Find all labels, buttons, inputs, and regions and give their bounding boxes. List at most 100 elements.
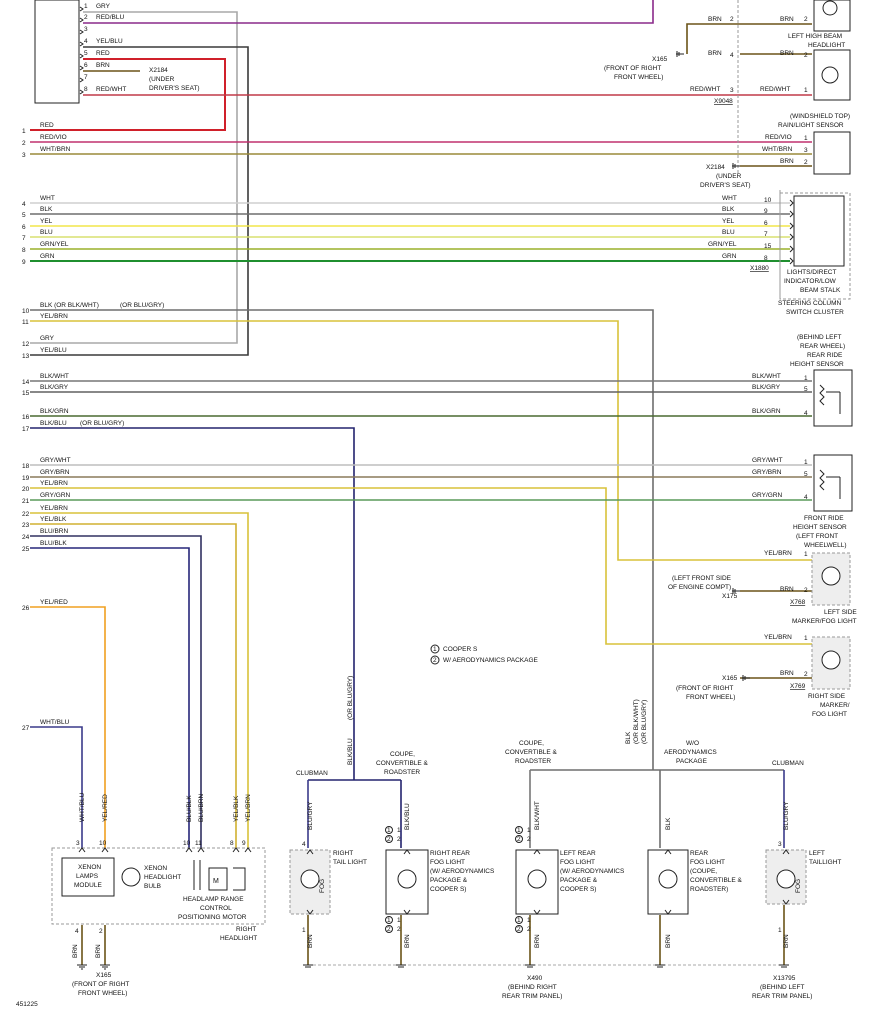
- note-marker: [515, 925, 523, 933]
- hl-top-pin-wire: YEL/BLK: [233, 795, 240, 822]
- hl-ground-desc-1: (FRONT OF RIGHT: [72, 981, 129, 988]
- hl-top-pin-num: 10: [99, 840, 107, 847]
- rear-bottom-wire: BRN: [404, 934, 411, 948]
- front-sensor-label-4: WHEELWELL): [804, 542, 847, 549]
- left-pin-wire: BLK (OR BLK/WHT): [40, 302, 99, 309]
- lm-wire-2: BRN: [780, 586, 794, 593]
- ground-symbol-icon: [676, 51, 684, 57]
- left-pin-wire: BLK/WHT: [40, 373, 69, 380]
- left-pin-wire: YEL/BRN: [40, 480, 68, 487]
- rear-bulb-icon: [658, 869, 678, 889]
- rear-light-label: TAILLIGHT: [809, 859, 841, 866]
- xenon-module-box: [61, 857, 115, 897]
- note-2-num: 2: [433, 657, 437, 664]
- rear-right-opt-b-2: AERODYNAMICS: [664, 749, 717, 756]
- lhb-pin-1: 2: [804, 16, 808, 23]
- top-pin-wire: RED/WHT: [96, 86, 126, 93]
- x768-label: X768: [790, 599, 806, 606]
- pin-arrow-icon: [79, 53, 84, 59]
- wire-yel-red: [30, 606, 106, 848]
- rear-light-label: (W/ AERODYNAMICS: [560, 868, 625, 875]
- rear-bottom-wire: BRN: [307, 934, 314, 948]
- pin-arrow-icon: [789, 199, 794, 207]
- rear-bottom-note-num: 1: [517, 917, 521, 924]
- note-2-marker: [430, 655, 440, 665]
- pin-arrow-icon: [789, 222, 794, 230]
- pin-arrow-icon: [789, 257, 794, 265]
- rear-right-opt-a-2: CONVERTIBLE &: [505, 749, 558, 756]
- rear-sensor-box: [813, 369, 853, 427]
- rear-top-wire: BLK: [665, 817, 672, 830]
- left-pin-wire: BLU/BRN: [40, 528, 68, 535]
- left-pin-num: 16: [22, 414, 30, 421]
- pin-arrow-icon: [244, 847, 252, 853]
- lm-pin-2: 2: [804, 587, 808, 594]
- rear-bottom-wire: BRN: [665, 934, 672, 948]
- rear-light-label: TAIL LIGHT: [333, 859, 367, 866]
- rear-left-branch-extra: (OR BLU/GRY): [347, 676, 354, 720]
- wire-yel-blu-loop: [30, 46, 249, 356]
- rear-top-pin: 2: [527, 836, 531, 843]
- left-pin-wire: YEL/BRN: [40, 505, 68, 512]
- lb-pin-2: 2: [804, 52, 808, 59]
- left-pin-num: 13: [22, 353, 30, 360]
- sensor-pin-num: 5: [804, 471, 808, 478]
- rear-light-label: FOG LIGHT: [690, 859, 725, 866]
- rain-sensor-label-1: (WINDSHIELD TOP): [790, 113, 850, 120]
- rear-right-opt-b-1: W/O: [686, 740, 699, 747]
- top-pin-num: 3: [84, 26, 88, 33]
- rear-light-label: PACKAGE &: [430, 877, 468, 884]
- rear-light-label: LEFT: [809, 850, 825, 857]
- bulb-label-1: XENON: [144, 865, 167, 872]
- x2184-desc-1: (UNDER: [149, 76, 175, 83]
- left-pin-num: 8: [22, 247, 26, 254]
- rear-light-label: REAR: [690, 850, 708, 857]
- left-pin-wire: BLK/BLU: [40, 420, 67, 427]
- rm-pin-1: 1: [804, 635, 808, 642]
- stalk-pin-num: 10: [764, 197, 772, 204]
- top-pin-wire: YEL/BLU: [96, 38, 123, 45]
- sensor-pin-wire: BLK/WHT: [752, 373, 781, 380]
- cluster-label-1: STEERING COLUMN: [778, 300, 842, 307]
- left-pin-num: 11: [22, 319, 29, 326]
- rear-bottom-wire: BRN: [783, 934, 790, 948]
- rear-left-opt-b-3: ROADSTER: [384, 769, 420, 776]
- wire-yel-brn-11: [30, 320, 812, 561]
- wire-red-blu: [83, 0, 654, 24]
- headlight-title-2: HEADLIGHT: [220, 935, 257, 942]
- rm-pin-2: 2: [804, 671, 808, 678]
- rear-top-wire: BLK/BLU: [404, 803, 411, 830]
- x165-top-pin: 4: [730, 52, 734, 59]
- rm-label-1: RIGHT SIDE: [808, 693, 846, 700]
- pin-arrow-icon: [782, 849, 790, 905]
- rear-top-pin: 3: [778, 841, 782, 848]
- stalk-label-3: BEAM STALK: [800, 287, 841, 294]
- left-pin-num: 23: [22, 522, 30, 529]
- ground-symbol-icon: [732, 163, 740, 169]
- wire-yel-blk: [30, 523, 237, 848]
- sensor-pin-wire: GRY/GRN: [752, 492, 783, 499]
- top-pin-num: 6: [84, 62, 88, 69]
- front-sensor-label-1: FRONT RIDE: [804, 515, 844, 522]
- xenon-bulb-icon: [121, 867, 141, 887]
- left-pin-num: 22: [22, 511, 30, 518]
- wire-blu-brn: [30, 535, 202, 848]
- wire-gry-loop: [30, 11, 238, 344]
- rm-label-2: MARKER/: [820, 702, 850, 709]
- hl-top-pin-wire: WHT/BLU: [79, 792, 86, 822]
- lb-wire-1: RED/WHT: [760, 86, 790, 93]
- left-pin-wire: GRY/WHT: [40, 457, 71, 464]
- hl-top-pin-wire: BLU/BLK: [186, 795, 193, 822]
- rear-light-fog-tag: FOG: [319, 879, 326, 893]
- sensor-pin-num: 1: [804, 459, 808, 466]
- x13795-label: X13795: [773, 975, 796, 982]
- pin-arrow-icon: [789, 245, 794, 253]
- rear-left-opt-b-1: COUPE,: [390, 751, 415, 758]
- hl-top-pin-wire: YEL/RED: [102, 794, 109, 822]
- x165-mid-desc-2: FRONT WHEEL): [686, 694, 735, 701]
- left-pin-wire: GRN/YEL: [40, 241, 69, 248]
- front-sensor-box: [813, 454, 853, 512]
